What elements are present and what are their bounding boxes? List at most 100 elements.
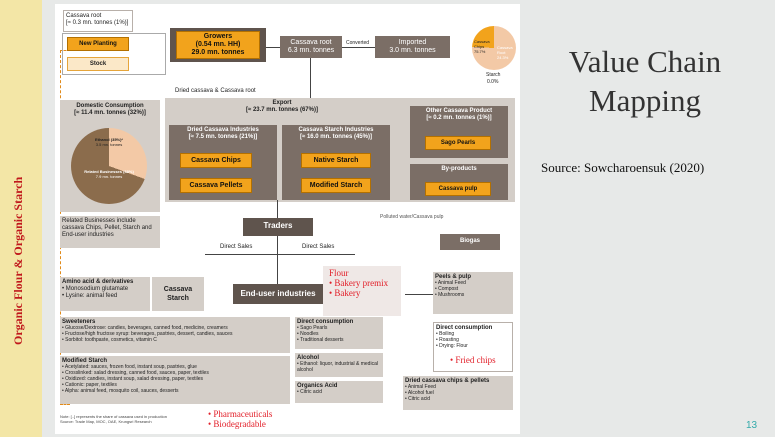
cassava-pellets-label: Cassava Pellets xyxy=(189,182,243,189)
native-starch-label: Native Starch xyxy=(313,157,359,164)
polluted-label: Polluted water/Cassava pulp xyxy=(380,214,444,220)
amino-item-1: • Monosodium glutamate xyxy=(62,286,129,292)
dried-cassava-root-label: Dried cassava & Cassava root xyxy=(175,88,256,94)
sago-pearls-label: Sago Pearls xyxy=(440,140,476,146)
converted-label: Converted xyxy=(346,40,370,46)
pharma-label: • Pharmaceuticals xyxy=(208,409,273,419)
peel-item-1: • Animal Feed xyxy=(435,280,466,286)
growers-inner: Growers (0.54 mn. HH) 29.0 mn. tonnes xyxy=(176,31,260,59)
note-line-2: Source: Trade Map, MOC, OAE, Krungsri Re… xyxy=(60,419,152,424)
import-pie xyxy=(472,26,516,70)
other-product-box: Other Cassava Product [≈ 0.2 mn. tonnes … xyxy=(410,106,508,158)
cassava-chips-label: Cassava Chips xyxy=(191,157,241,164)
growers-hh: (0.54 mn. HH) xyxy=(195,41,241,48)
slide-title: Value Chain Mapping xyxy=(568,44,722,118)
end-user-box: End-user industries xyxy=(233,284,323,304)
cassava-starch-label: Cassava Starch xyxy=(163,286,193,302)
flour-note: Flour • Bakery premix • Bakery xyxy=(329,268,399,298)
peel-item-3: • Mushrooms xyxy=(435,292,465,298)
sago-pearls-box: Sago Pearls xyxy=(425,136,491,150)
dcp-item-3: • Citric acid xyxy=(405,396,431,402)
domestic-title: Domestic Consumption xyxy=(76,103,144,109)
sweeteners-box: Sweeteners • Glucose/Dextrose: candies, … xyxy=(60,317,290,353)
biogas-box: Biogas xyxy=(440,234,500,250)
domestic-value: [≈ 11.4 mn. tonnes (32%)] xyxy=(74,110,146,116)
related-biz-text: Related Businesses (68%) xyxy=(84,169,134,174)
dc-item-3: • Traditional desserts xyxy=(297,337,344,343)
dcp-item-2: • Alcohol fuel xyxy=(405,390,434,396)
connector-h-2 xyxy=(342,47,375,48)
traders-label: Traders xyxy=(263,221,293,230)
sweet-item-1: • Glucose/Dextrose: candies, beverages, … xyxy=(62,325,228,331)
organics-title: Organics Acid xyxy=(297,383,338,389)
pie-label-chips: Cassava Chips 75.7% xyxy=(474,39,490,54)
native-starch-box: Native Starch xyxy=(301,153,371,168)
cassava-root-top: Cassava root [≈ 0.3 mn. tonnes (1%)] xyxy=(63,10,133,32)
dc-item-2: • Noodles xyxy=(297,331,319,337)
modified-starch-box: Modified Starch xyxy=(301,178,371,193)
ethanol-value: 3.5 mn. tonnes xyxy=(95,142,123,147)
direct-sales-1: Direct Sales xyxy=(220,244,253,250)
related-note-box: Related Businesses include cassava Chips… xyxy=(60,216,160,248)
export-title: Export xyxy=(272,100,292,106)
alcohol-box: Alcohol • Ethanol: liquor, industrial & … xyxy=(295,353,383,377)
mod-item-1: • Acetylated: sauces, frozen food, insta… xyxy=(62,364,197,370)
note-text: Note: [..] represents the share of cassa… xyxy=(60,414,210,424)
growers-tonnes: 29.0 mn. tonnes xyxy=(191,49,245,56)
ethanol-label: Ethanol (35%)* 3.5 mn. tonnes xyxy=(80,137,138,147)
bakery-label: • Bakery xyxy=(329,288,361,298)
stock-box: Stock xyxy=(67,57,129,71)
cassava-root-mid-value: 6.3 mn. tonnes xyxy=(287,47,335,54)
note-line-1: Note: [..] represents the share of cassa… xyxy=(60,414,167,419)
pie-label-root: Cassava Root 24.3% xyxy=(497,45,513,60)
stock-label: Stock xyxy=(89,61,107,67)
side-label: Organic Flour & Organic Starch xyxy=(11,176,25,345)
dried-chips-title: Dried cassava chips & pellets xyxy=(405,378,490,384)
starch-industries-title: Cassava Starch Industries xyxy=(298,127,374,133)
modified-starch-label: Modified Starch xyxy=(309,182,363,189)
dcp-item-1: • Animal Feed xyxy=(405,384,436,390)
direct-cons-box: Direct consumption • Sago Pearls • Noodl… xyxy=(295,317,383,349)
end-user-label: End-user industries xyxy=(240,289,316,298)
flour-label: Flour xyxy=(329,268,349,278)
cassava-pulp-box: Cassava pulp xyxy=(425,182,491,196)
modified-title: Modified Starch xyxy=(62,358,108,364)
growers-box: Growers (0.54 mn. HH) 29.0 mn. tonnes xyxy=(170,28,266,62)
dc2-item-3: • Drying: Flour xyxy=(436,343,468,349)
amino-title: Amino acid & derivatives xyxy=(62,279,134,285)
related-note-text: Related Businesses include cassava Chips… xyxy=(62,218,152,238)
byproducts-title: By-products xyxy=(441,166,477,172)
pie-starch-value: 0.0% xyxy=(487,79,499,85)
fried-chips-note: • Fried chips xyxy=(450,355,496,365)
cassava-pellets-box: Cassava Pellets xyxy=(180,178,252,193)
pie-starch-label: Starch xyxy=(486,72,501,78)
new-planting-box: New Planting xyxy=(67,37,129,51)
cassava-root-top-value: [≈ 0.3 mn. tonnes (1%)] xyxy=(66,20,129,26)
peel-item-2: • Compost xyxy=(435,286,459,292)
sweeteners-title: Sweeteners xyxy=(62,319,96,325)
direct-sales-2: Direct Sales xyxy=(302,244,335,250)
dried-chips-box: Dried cassava chips & pellets • Animal F… xyxy=(403,376,513,410)
biogas-label: Biogas xyxy=(459,238,480,244)
ethanol-text: Ethanol (35%)* xyxy=(94,137,123,142)
alcohol-title: Alcohol xyxy=(297,355,319,361)
amino-item-2: • Lysine: animal feed xyxy=(62,293,118,299)
page-number: 13 xyxy=(746,420,758,431)
new-planting-frame xyxy=(62,33,166,75)
alc-item-1: • Ethanol: liquor, industrial & medical … xyxy=(297,361,378,373)
imported-label: Imported xyxy=(398,39,427,46)
imported-value: 3.0 mn. tonnes xyxy=(389,47,436,54)
mod-item-5: • Alpha: animal feed, mosquito coil, sau… xyxy=(62,388,179,394)
imported-box: Imported 3.0 mn. tonnes xyxy=(375,36,450,58)
cassava-pulp-label: Cassava pulp xyxy=(438,186,478,192)
org-item-1: • Citric acid xyxy=(297,389,323,395)
amino-box: Amino acid & derivatives • Monosodium gl… xyxy=(60,277,150,311)
related-biz-value: 7.9 mn. tonnes xyxy=(95,174,123,179)
organics-box: Organics Acid • Citric acid xyxy=(295,381,383,403)
biodegradable-label: • Biodegradable xyxy=(208,419,266,429)
connector-v-2 xyxy=(277,200,278,218)
slide-source: Source: Sowcharoensuk (2020) xyxy=(541,160,705,175)
cassava-root-mid: Cassava root 6.3 mn. tonnes xyxy=(280,36,342,58)
cassava-root-top-label: Cassava root xyxy=(66,13,102,19)
domestic-pie xyxy=(71,128,147,204)
